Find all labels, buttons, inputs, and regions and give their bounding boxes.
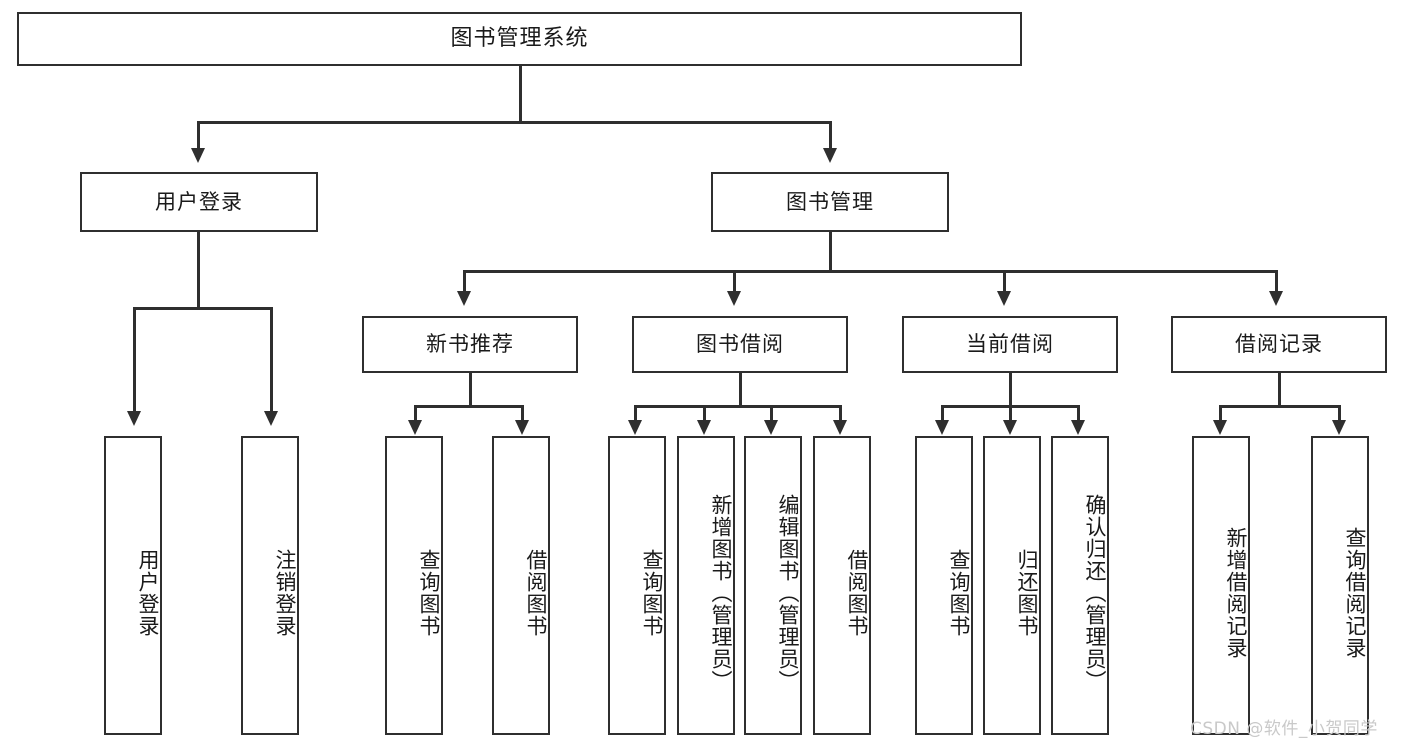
node-book-management[interactable]: 图书管理: [711, 172, 949, 232]
connector-book-borrow-drop-4: [839, 405, 842, 421]
leaf-new-book-query[interactable]: 查询图书: [385, 436, 443, 735]
connector-new-book-stem: [469, 373, 472, 407]
connector-book-mgmt-drop-1: [463, 270, 466, 292]
connector-user-login-bus: [133, 307, 272, 310]
arrowhead-root-to-book-mgmt: [823, 148, 837, 163]
arrowhead-new-book-leaf-2: [515, 420, 529, 435]
node-label: 查询图书: [417, 548, 441, 637]
connector-root-bus: [197, 121, 831, 124]
node-label: 归还图书: [1015, 548, 1039, 637]
arrowhead-book-borrow-leaf-2: [697, 420, 711, 435]
node-label: 注销登录: [273, 548, 297, 637]
leaf-borrow-query-book[interactable]: 查询图书: [608, 436, 666, 735]
arrowhead-book-borrow-leaf-1: [628, 420, 642, 435]
connector-book-mgmt-drop-2: [733, 270, 736, 292]
node-label: 新增借阅记录: [1224, 526, 1248, 659]
node-book-borrow[interactable]: 图书借阅: [632, 316, 848, 373]
node-borrow-records[interactable]: 借阅记录: [1171, 316, 1387, 373]
leaf-current-return-book[interactable]: 归还图书: [983, 436, 1041, 735]
connector-book-borrow-drop-1: [634, 405, 637, 421]
connector-borrow-records-drop-2: [1338, 405, 1341, 421]
leaf-new-book-borrow[interactable]: 借阅图书: [492, 436, 550, 735]
arrowhead-user-login-leaf-2: [264, 411, 278, 426]
connector-root-to-user-login: [197, 121, 200, 149]
node-label: 借阅图书: [845, 548, 869, 637]
node-label: 查询图书: [947, 548, 971, 637]
node-label: 用户登录: [136, 548, 160, 637]
arrowhead-book-mgmt-child-3: [997, 291, 1011, 306]
node-label: 当前借阅: [966, 332, 1054, 356]
node-root-library-system[interactable]: 图书管理系统: [17, 12, 1022, 66]
connector-current-borrow-drop-2: [1009, 405, 1012, 421]
connector-borrow-records-drop-1: [1219, 405, 1222, 421]
arrowhead-book-mgmt-child-2: [727, 291, 741, 306]
node-label: 用户登录: [155, 189, 243, 214]
connector-root-to-book-mgmt: [829, 121, 832, 149]
arrowhead-new-book-leaf-1: [408, 420, 422, 435]
leaf-borrow-add-book-admin[interactable]: 新增图书（管理员）: [677, 436, 735, 735]
arrowhead-book-mgmt-child-4: [1269, 291, 1283, 306]
node-label: 借阅图书: [524, 548, 548, 637]
leaf-records-query-record[interactable]: 查询借阅记录: [1311, 436, 1369, 735]
leaf-records-add-record[interactable]: 新增借阅记录: [1192, 436, 1250, 735]
node-label: 确认归还（管理员）: [1083, 493, 1107, 692]
arrowhead-borrow-records-leaf-2: [1332, 420, 1346, 435]
node-label: 编辑图书（管理员）: [776, 493, 800, 692]
leaf-user-login[interactable]: 用户登录: [104, 436, 162, 735]
connector-book-mgmt-stem: [829, 232, 832, 272]
connector-borrow-records-bus: [1219, 405, 1338, 408]
connector-new-book-drop-2: [521, 405, 524, 421]
connector-new-book-drop-1: [414, 405, 417, 421]
connector-book-mgmt-drop-4: [1275, 270, 1278, 292]
node-label: 图书管理系统: [450, 26, 589, 51]
arrowhead-user-login-leaf-1: [127, 411, 141, 426]
arrowhead-current-borrow-leaf-2: [1003, 420, 1017, 435]
arrowhead-book-mgmt-child-1: [457, 291, 471, 306]
leaf-current-query-book[interactable]: 查询图书: [915, 436, 973, 735]
connector-book-borrow-bus: [634, 405, 839, 408]
connector-book-borrow-stem: [739, 373, 742, 407]
connector-book-borrow-drop-2: [703, 405, 706, 421]
connector-user-login-drop-2: [270, 307, 273, 412]
connector-user-login-stem: [197, 232, 200, 309]
csdn-watermark: CSDN @软件_小贺同学: [1190, 719, 1378, 739]
connector-borrow-records-stem: [1278, 373, 1281, 407]
node-label: 查询借阅记录: [1343, 526, 1367, 659]
arrowhead-current-borrow-leaf-1: [935, 420, 949, 435]
connector-book-borrow-drop-3: [770, 405, 773, 421]
leaf-borrow-edit-book-admin[interactable]: 编辑图书（管理员）: [744, 436, 802, 735]
arrowhead-current-borrow-leaf-3: [1071, 420, 1085, 435]
connector-root-stem: [519, 66, 522, 123]
node-label: 新书推荐: [426, 332, 514, 356]
node-user-login[interactable]: 用户登录: [80, 172, 318, 232]
node-label: 借阅记录: [1235, 332, 1323, 356]
connector-current-borrow-drop-3: [1077, 405, 1080, 421]
node-label: 查询图书: [640, 548, 664, 637]
connector-new-book-bus: [414, 405, 524, 408]
node-current-borrow[interactable]: 当前借阅: [902, 316, 1118, 373]
connector-current-borrow-stem: [1009, 373, 1012, 407]
arrowhead-root-to-user-login: [191, 148, 205, 163]
node-new-book-recommend[interactable]: 新书推荐: [362, 316, 578, 373]
leaf-logout[interactable]: 注销登录: [241, 436, 299, 735]
arrowhead-borrow-records-leaf-1: [1213, 420, 1227, 435]
leaf-borrow-borrow-book[interactable]: 借阅图书: [813, 436, 871, 735]
node-label: 图书管理: [786, 189, 874, 214]
connector-book-mgmt-drop-3: [1003, 270, 1006, 292]
arrowhead-book-borrow-leaf-4: [833, 420, 847, 435]
node-label: 新增图书（管理员）: [709, 493, 733, 692]
connector-user-login-drop-1: [133, 307, 136, 412]
node-label: 图书借阅: [696, 332, 784, 356]
leaf-current-confirm-return-admin[interactable]: 确认归还（管理员）: [1051, 436, 1109, 735]
connector-book-mgmt-bus: [463, 270, 1277, 273]
connector-current-borrow-drop-1: [941, 405, 944, 421]
arrowhead-book-borrow-leaf-3: [764, 420, 778, 435]
